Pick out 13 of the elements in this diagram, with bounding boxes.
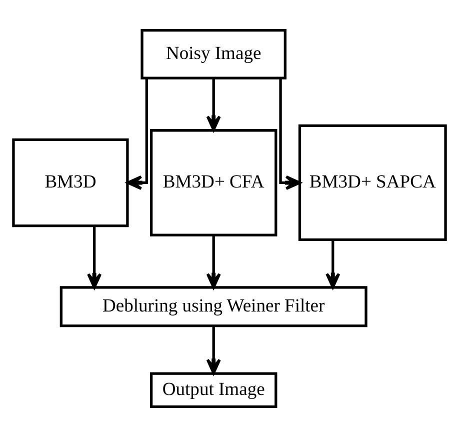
arrow xyxy=(126,78,148,190)
arrow xyxy=(326,240,340,289)
arrow xyxy=(206,78,221,132)
node-box: Output Image xyxy=(150,372,278,408)
arrow xyxy=(87,226,102,289)
arrow xyxy=(206,235,221,289)
node-box: Debluring using Weiner Filter xyxy=(60,286,368,328)
arrow xyxy=(206,326,221,374)
node-box: BM3D xyxy=(12,138,129,228)
arrow xyxy=(279,78,301,190)
node-box: BM3D+ CFA xyxy=(150,129,278,236)
node-box: BM3D+ SAPCA xyxy=(298,124,447,242)
node-box: Noisy Image xyxy=(140,28,286,80)
